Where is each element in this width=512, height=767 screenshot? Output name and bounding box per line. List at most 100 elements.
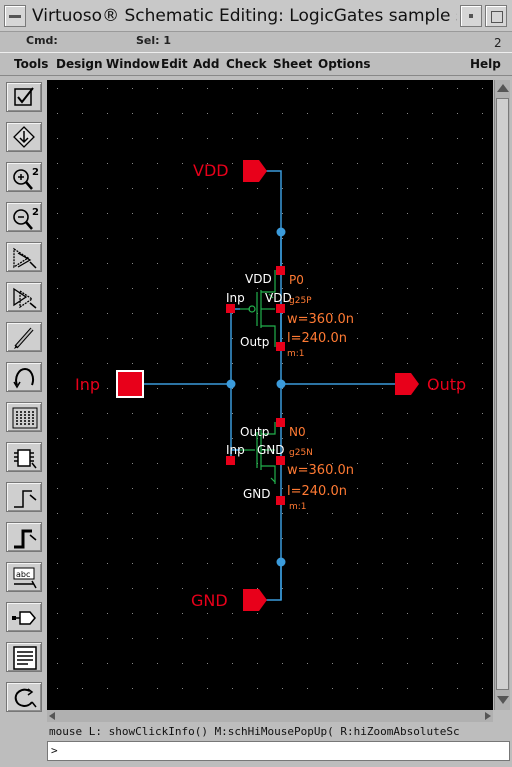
scroll-right-icon[interactable] bbox=[485, 712, 491, 720]
stretch-icon bbox=[13, 247, 37, 269]
instance-button[interactable] bbox=[6, 442, 42, 472]
nmos-width: w=360.0n bbox=[287, 463, 354, 478]
menu-sheet[interactable]: Sheet bbox=[273, 57, 313, 71]
menu-add[interactable]: Add bbox=[193, 57, 220, 71]
grid-dot bbox=[107, 563, 108, 564]
scroll-left-icon[interactable] bbox=[49, 712, 55, 720]
grid-dot bbox=[382, 488, 383, 489]
grid-dot bbox=[132, 138, 133, 139]
grid-dot bbox=[132, 288, 133, 289]
copy-button[interactable] bbox=[6, 282, 42, 312]
grid-dot bbox=[382, 288, 383, 289]
grid-dot bbox=[57, 588, 58, 589]
check-button[interactable] bbox=[6, 82, 42, 112]
wire-narrow-button[interactable] bbox=[6, 482, 42, 512]
grid-dot bbox=[182, 663, 183, 664]
grid-dot bbox=[382, 438, 383, 439]
pin-vdd[interactable] bbox=[243, 160, 267, 182]
grid-dot bbox=[407, 463, 408, 464]
command-input[interactable]: > bbox=[47, 741, 510, 761]
menu-edit[interactable]: Edit bbox=[161, 57, 188, 71]
stretch-button[interactable] bbox=[6, 242, 42, 272]
grid-dot bbox=[407, 338, 408, 339]
grid-dot bbox=[207, 363, 208, 364]
grid-dot bbox=[57, 688, 58, 689]
property-button[interactable] bbox=[6, 402, 42, 432]
grid-dot bbox=[482, 338, 483, 339]
scroll-down-icon[interactable] bbox=[497, 696, 509, 704]
pin-label-outp: Outp bbox=[427, 375, 466, 394]
menu-design[interactable]: Design bbox=[56, 57, 103, 71]
horizontal-scrollbar[interactable] bbox=[47, 710, 493, 722]
grid-dot bbox=[482, 188, 483, 189]
save-button[interactable] bbox=[6, 122, 42, 152]
grid-dot bbox=[257, 213, 258, 214]
menu-tools[interactable]: Tools bbox=[14, 57, 49, 71]
zoom-in-button[interactable]: 2 bbox=[6, 162, 42, 192]
pin-outp[interactable] bbox=[395, 373, 419, 395]
minimize-button[interactable] bbox=[460, 5, 482, 27]
grid-dot bbox=[407, 613, 408, 614]
menu-help[interactable]: Help bbox=[470, 57, 501, 71]
grid-dot bbox=[457, 588, 458, 589]
grid-dot bbox=[457, 113, 458, 114]
cellview-button[interactable] bbox=[6, 642, 42, 672]
grid-dot bbox=[332, 113, 333, 114]
scroll-up-icon[interactable] bbox=[497, 84, 509, 92]
pin-label-gnd: GND bbox=[191, 591, 228, 610]
pmos-device[interactable] bbox=[240, 270, 276, 347]
menu-check[interactable]: Check bbox=[226, 57, 267, 71]
grid-dot bbox=[332, 663, 333, 664]
grid-dot bbox=[457, 563, 458, 564]
grid-dot bbox=[332, 188, 333, 189]
menu-window[interactable]: Window bbox=[106, 57, 160, 71]
grid-dot bbox=[232, 538, 233, 539]
grid-dot bbox=[107, 88, 108, 89]
maximize-button[interactable] bbox=[485, 5, 507, 27]
label-button[interactable]: abc bbox=[6, 562, 42, 592]
grid-dot bbox=[357, 488, 358, 489]
grid-dot bbox=[182, 613, 183, 614]
svg-text:2: 2 bbox=[32, 207, 39, 218]
grid-dot bbox=[307, 513, 308, 514]
window-menu-button[interactable] bbox=[4, 5, 26, 27]
grid-dot bbox=[82, 513, 83, 514]
grid-dot bbox=[82, 688, 83, 689]
pin-gnd[interactable] bbox=[243, 589, 267, 611]
grid-dot bbox=[57, 213, 58, 214]
grid-dot bbox=[107, 688, 108, 689]
grid-dot bbox=[107, 463, 108, 464]
nmos-source-terminal bbox=[276, 496, 285, 505]
grid-dot bbox=[57, 513, 58, 514]
grid-dot bbox=[132, 213, 133, 214]
grid-dot bbox=[357, 563, 358, 564]
grid-dot bbox=[307, 563, 308, 564]
grid-dot bbox=[382, 613, 383, 614]
grid-dot bbox=[57, 663, 58, 664]
scroll-thumb[interactable] bbox=[496, 98, 509, 690]
pin-inp[interactable] bbox=[116, 370, 144, 398]
repeat-button[interactable] bbox=[6, 682, 42, 712]
nmos-device[interactable] bbox=[240, 422, 276, 484]
grid-dot bbox=[282, 513, 283, 514]
grid-dot bbox=[232, 163, 233, 164]
pin-button[interactable] bbox=[6, 602, 42, 632]
grid-dot bbox=[407, 188, 408, 189]
delete-button[interactable] bbox=[6, 322, 42, 352]
vertical-scrollbar[interactable] bbox=[494, 80, 510, 710]
grid-dot bbox=[232, 413, 233, 414]
property-icon bbox=[12, 407, 38, 429]
grid-dot bbox=[357, 338, 358, 339]
grid-dot bbox=[207, 188, 208, 189]
grid-dot bbox=[432, 163, 433, 164]
grid-dot bbox=[282, 388, 283, 389]
minimize-icon bbox=[469, 14, 473, 18]
undo-button[interactable] bbox=[6, 362, 42, 392]
grid-dot bbox=[482, 138, 483, 139]
grid-dot bbox=[232, 338, 233, 339]
zoom-out-button[interactable]: 2 bbox=[6, 202, 42, 232]
wire-wide-button[interactable] bbox=[6, 522, 42, 552]
grid-dot bbox=[457, 538, 458, 539]
schematic-canvas[interactable]: VDD GND Inp Outp VDD Inp VDD Outp P0 g25… bbox=[47, 80, 493, 710]
menu-options[interactable]: Options bbox=[318, 57, 371, 71]
